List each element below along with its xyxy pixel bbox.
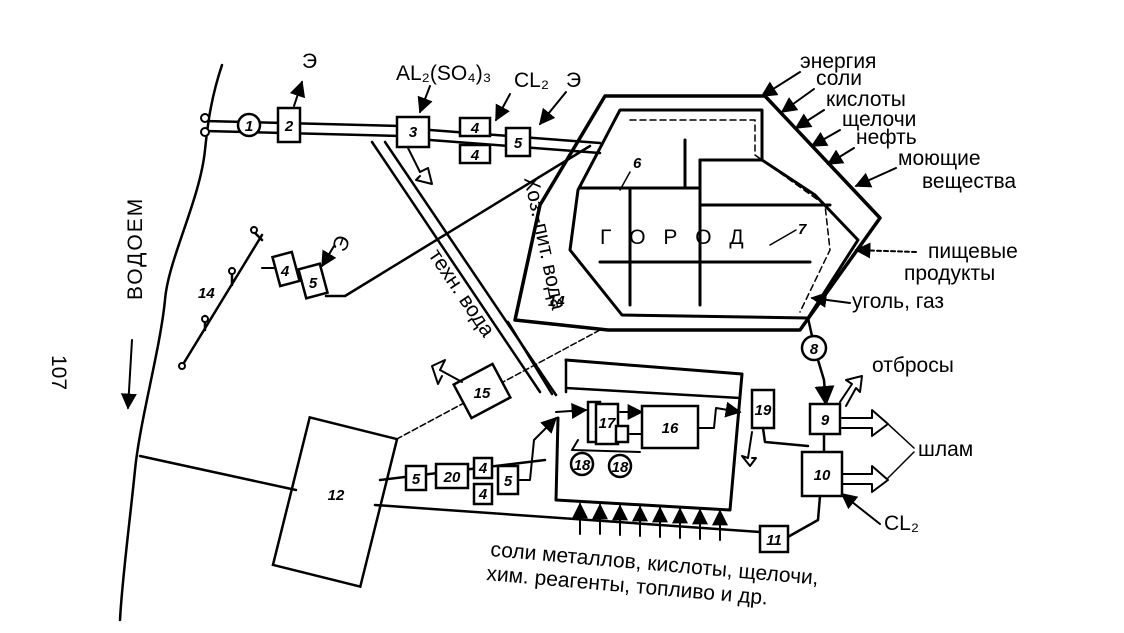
svg-text:4: 4: [478, 460, 488, 477]
svg-text:отбросы: отбросы: [872, 354, 954, 377]
svg-text:нефть: нефть: [856, 126, 917, 149]
svg-text:7: 7: [798, 221, 807, 238]
node-4-bottom-lower: [472, 482, 494, 506]
reservoir-label: ВОДОЕМ: [124, 197, 147, 300]
svg-text:соли: соли: [816, 67, 862, 90]
svg-text:16: 16: [662, 420, 679, 437]
node-4-bottom-upper: [472, 456, 494, 480]
svg-text:5: 5: [309, 275, 318, 292]
node-20: [434, 462, 470, 490]
node-5-top: [504, 126, 532, 158]
bottom-input-arrows: [572, 502, 728, 541]
svg-text:продукты: продукты: [904, 262, 995, 285]
svg-text:19: 19: [755, 402, 772, 419]
flow-arrow: [120, 339, 137, 410]
svg-text:18: 18: [612, 459, 629, 476]
node-16: [640, 404, 700, 450]
svg-text:CL₂: CL₂: [884, 512, 919, 535]
svg-text:уголь, газ: уголь, газ: [852, 290, 944, 313]
svg-text:20: 20: [443, 469, 461, 486]
svg-text:14: 14: [198, 285, 215, 302]
svg-text:11: 11: [766, 532, 782, 549]
svg-text:пищевые: пищевые: [928, 240, 1018, 263]
node-15: [451, 362, 513, 420]
svg-text:AL₂(SO₄)₃: AL₂(SO₄)₃: [396, 62, 491, 85]
svg-text:5: 5: [514, 135, 523, 152]
node-5-bottom-left: [404, 464, 428, 492]
node-9: [808, 402, 842, 436]
svg-text:вещества: вещества: [922, 170, 1016, 193]
node-4-upper: [458, 116, 492, 138]
svg-text:6: 6: [633, 155, 642, 172]
node-3: [395, 115, 431, 149]
svg-text:4: 4: [470, 147, 480, 164]
node-4-left: [270, 250, 302, 288]
svg-text:4: 4: [280, 263, 290, 280]
svg-text:8: 8: [810, 341, 819, 358]
reservoir-shoreline: [118, 63, 224, 622]
svg-text:CL₂: CL₂: [514, 69, 549, 92]
svg-text:щелочи: щелочи: [842, 108, 916, 131]
svg-text:энергия: энергия: [800, 50, 876, 73]
city-outer-boundary: [513, 94, 882, 332]
page-number: 107: [47, 355, 70, 390]
svg-text:Хоз.-пит. вода: Хоз.-пит. вода: [519, 174, 570, 312]
svg-text:моющие: моющие: [898, 147, 981, 170]
svg-text:9: 9: [821, 412, 830, 429]
svg-text:1: 1: [245, 118, 253, 135]
node-17: [594, 402, 620, 446]
node-18-right: [607, 453, 633, 479]
svg-text:Э: Э: [302, 50, 317, 73]
node-10: [800, 450, 844, 498]
svg-text:4: 4: [470, 120, 480, 137]
industrial-plant-frame: [554, 358, 744, 512]
svg-text:Э: Э: [328, 233, 355, 255]
svg-text:12: 12: [328, 487, 345, 504]
svg-text:Э: Э: [566, 69, 581, 92]
svg-text:18: 18: [574, 457, 591, 474]
node-11: [758, 524, 790, 554]
svg-text:10: 10: [814, 467, 831, 484]
svg-text:3: 3: [409, 124, 418, 141]
svg-text:15: 15: [474, 385, 491, 402]
node-8: [800, 334, 828, 362]
node-5-left: [296, 262, 330, 300]
svg-text:шлам: шлам: [918, 438, 973, 461]
intake-group-14: [180, 228, 264, 368]
node-12-treatment: [271, 415, 399, 589]
svg-text:2: 2: [284, 118, 294, 135]
city-districts: [578, 138, 832, 307]
node-18-left: [569, 451, 595, 477]
svg-text:кислоты: кислоты: [826, 88, 906, 111]
node-2: [276, 106, 302, 144]
city-inner-boundary: [568, 108, 860, 320]
node-4-lower: [458, 143, 492, 165]
svg-text:17: 17: [599, 415, 616, 432]
svg-text:5: 5: [412, 471, 421, 488]
svg-text:14: 14: [548, 293, 565, 310]
pump-node-1: [236, 112, 262, 138]
city-inputs: энергия соли кислоты щелочи нефть моющие…: [760, 50, 1018, 313]
city-label: Г О Р О Д: [600, 226, 750, 249]
svg-text:5: 5: [504, 473, 513, 490]
svg-text:4: 4: [478, 486, 488, 503]
